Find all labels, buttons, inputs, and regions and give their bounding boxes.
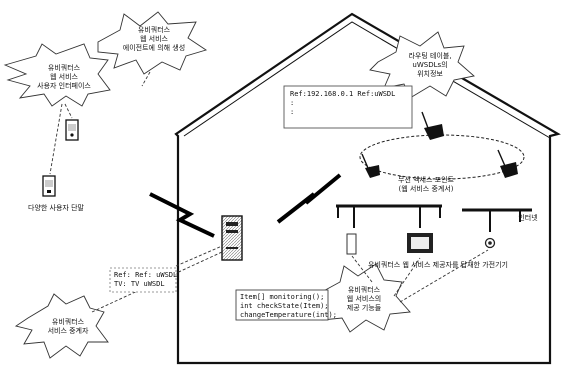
network-bus bbox=[336, 206, 532, 232]
gateway-server-icon bbox=[222, 216, 242, 260]
user-terminals-label: 다양한 사용자 단말 bbox=[4, 204, 108, 213]
phone-appliance-icon bbox=[347, 234, 356, 254]
agent-generated-label: 유비쿼터스 웹 서비스 에이전트에 의해 생성 bbox=[112, 26, 196, 53]
gateway-caption: 유비쿼터스 서비스 중계자 bbox=[34, 318, 102, 336]
routing-table-text: Ref:192.168.0.1 Ref:uWSDL : : bbox=[290, 90, 408, 117]
lightning-gateway-ap bbox=[278, 175, 340, 222]
code-box-text: Item[] monitoring(); int checkState(Item… bbox=[240, 293, 326, 320]
gateway-refs-text: Ref: Ref: uWSDL TV: TV uWSDL bbox=[114, 271, 174, 289]
phone-terminal-icon bbox=[43, 176, 55, 196]
tv-appliance-icon bbox=[407, 233, 433, 253]
client-ui-label: 유비쿼터스 웹 서비스 사용자 인터페이스 bbox=[28, 64, 100, 91]
access-point-center bbox=[422, 112, 444, 140]
internet-label: 인터넷 bbox=[504, 214, 552, 223]
lightning-terminals-gateway bbox=[150, 194, 214, 236]
appliances-label: 유비쿼터스 웹 서비스 제공자를 탑재한 가전기기 bbox=[338, 261, 538, 270]
camera-appliance-icon bbox=[486, 239, 495, 248]
routing-info-label: 라우팅 테이블, uWSDLs의 위치정보 bbox=[390, 52, 470, 79]
access-point-left bbox=[362, 154, 380, 178]
access-point-label: 무선 엑세스 포인트 (웹 서비스 중계서) bbox=[376, 176, 476, 194]
access-point-right bbox=[498, 150, 518, 178]
wireless-ring bbox=[360, 135, 524, 179]
pda-terminal-icon bbox=[66, 120, 78, 140]
function-label: 유비쿼터스 웹 서비스의 제공 기능들 bbox=[324, 286, 404, 313]
